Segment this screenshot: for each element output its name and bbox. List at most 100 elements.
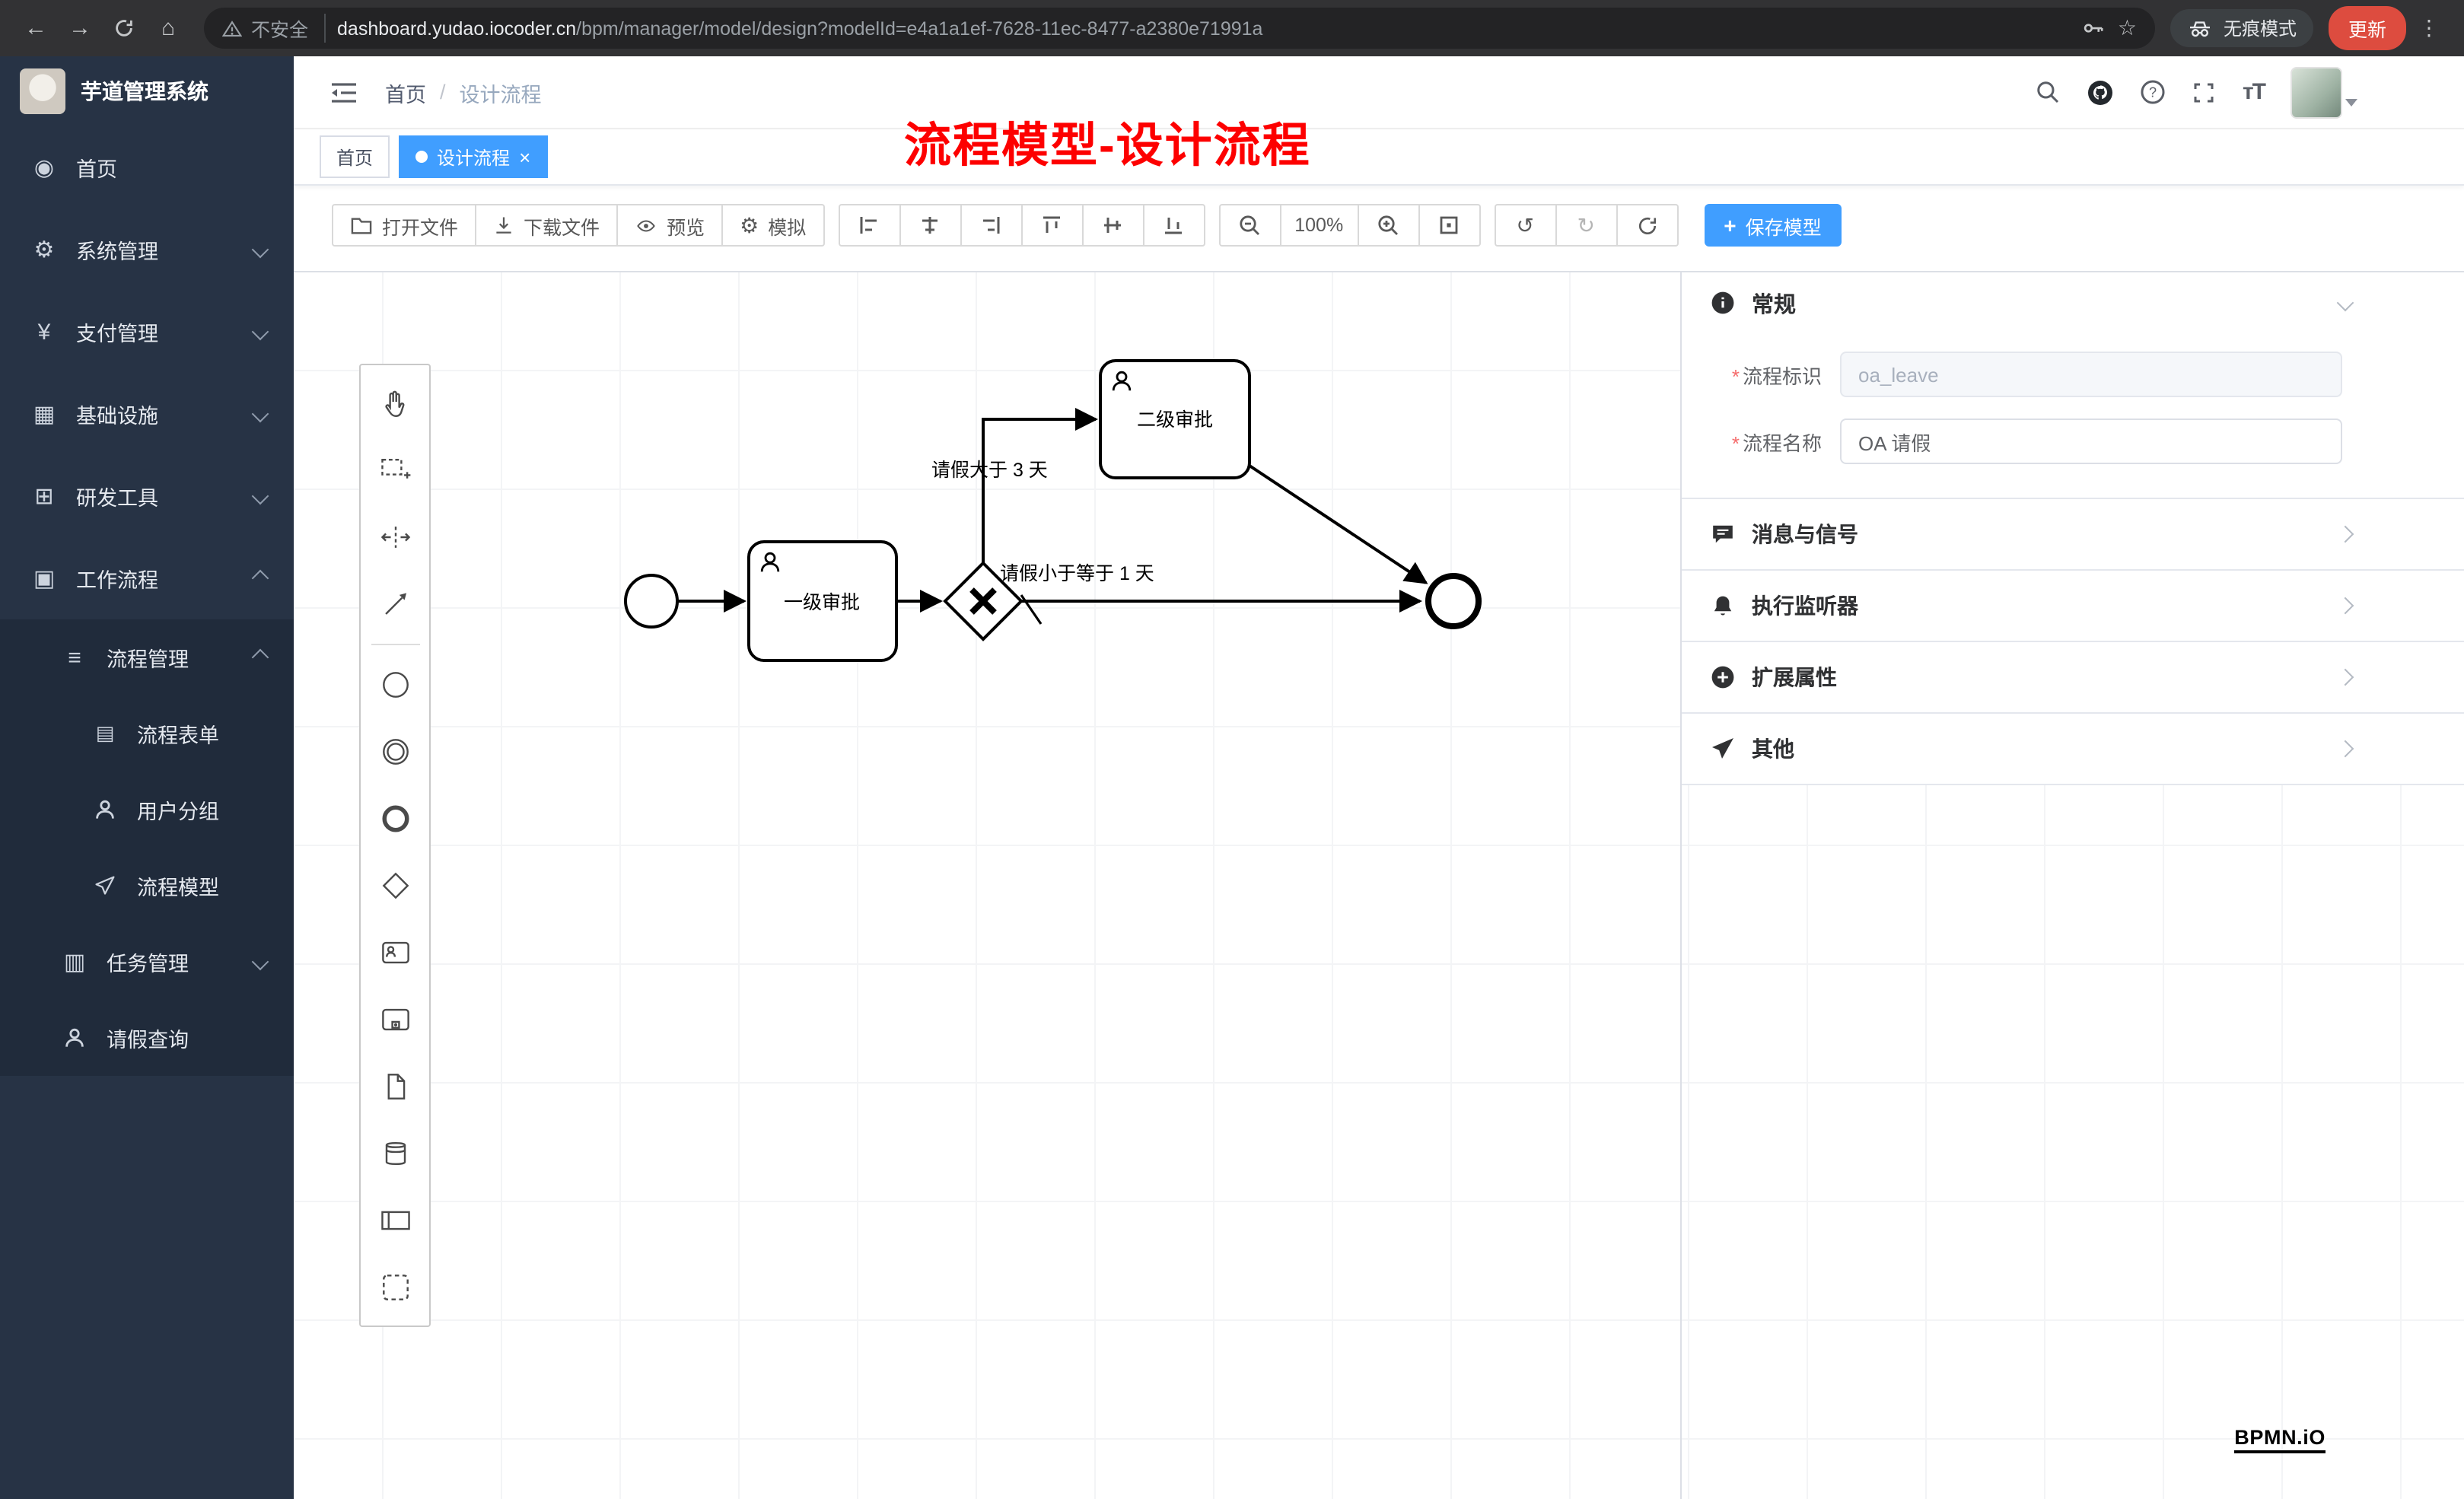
bookmark-star-icon[interactable]: ☆ bbox=[2117, 15, 2137, 40]
start-event[interactable] bbox=[624, 574, 679, 629]
global-connect-tool-icon[interactable] bbox=[361, 571, 428, 638]
search-icon[interactable] bbox=[2036, 79, 2061, 105]
task-first-approval[interactable] bbox=[747, 540, 898, 662]
section-extended-properties[interactable]: 扩展属性 bbox=[1682, 641, 2464, 712]
font-size-icon[interactable]: тT bbox=[2242, 79, 2266, 105]
sidebar-item-process-model[interactable]: 流程模型 bbox=[0, 848, 294, 924]
restart-button[interactable] bbox=[1616, 204, 1679, 247]
sidebar-item-system[interactable]: ⚙ 系统管理 bbox=[0, 208, 294, 291]
tab-design-process[interactable]: 设计流程 × bbox=[399, 135, 548, 178]
user-task-tool-icon[interactable] bbox=[361, 919, 428, 986]
zoom-in-button[interactable] bbox=[1357, 204, 1420, 247]
section-execution-listeners[interactable]: 执行监听器 bbox=[1682, 569, 2464, 641]
github-icon[interactable] bbox=[2087, 78, 2115, 106]
gateway-tool-icon[interactable] bbox=[361, 852, 428, 919]
flow-gateway-to-task2[interactable] bbox=[982, 408, 1098, 563]
help-icon[interactable]: ? bbox=[2141, 79, 2166, 105]
process-name-input[interactable] bbox=[1840, 419, 2342, 464]
sidebar: 芋道管理系统 ◉ 首页 ⚙ 系统管理 ¥ 支付管理 ▦ 基础设施 bbox=[0, 56, 294, 1499]
flow-label-le1[interactable]: 请假小于等于 1 天 bbox=[1000, 563, 1154, 584]
section-general[interactable]: 常规 bbox=[1682, 272, 2464, 333]
security-chip[interactable]: 不安全 bbox=[222, 14, 326, 43]
align-left-button[interactable] bbox=[838, 204, 901, 247]
chevron-down-icon bbox=[2336, 294, 2354, 312]
open-file-button[interactable]: 打开文件 bbox=[332, 204, 477, 247]
zoom-out-button[interactable] bbox=[1218, 204, 1281, 247]
bpmn-canvas[interactable]: 请假大于 3 天 请假小于等于 1 天 一级审批 二级审批 bbox=[294, 271, 2464, 1499]
space-tool-icon[interactable] bbox=[361, 504, 428, 571]
avatar-caret-icon bbox=[2345, 99, 2357, 107]
section-title: 消息与信号 bbox=[1752, 522, 1858, 546]
section-messages-signals[interactable]: 消息与信号 bbox=[1682, 498, 2464, 569]
align-center-button[interactable] bbox=[899, 204, 962, 247]
sidebar-collapse-icon[interactable] bbox=[330, 80, 358, 104]
zoom-level[interactable]: 100% bbox=[1279, 204, 1359, 247]
section-other[interactable]: 其他 bbox=[1682, 712, 2464, 784]
sidebar-item-leave-query[interactable]: 请假查询 bbox=[0, 1000, 294, 1076]
incognito-label: 无痕模式 bbox=[2223, 18, 2297, 40]
preview-button[interactable]: 预览 bbox=[616, 204, 724, 247]
undo-button[interactable]: ↺ bbox=[1494, 204, 1557, 247]
sidebar-item-devtools[interactable]: ⊞ 研发工具 bbox=[0, 455, 294, 537]
task-second-approval[interactable] bbox=[1099, 359, 1251, 479]
breadcrumb-home[interactable]: 首页 bbox=[385, 83, 426, 106]
general-fields: *流程标识 *流程名称 bbox=[1682, 333, 2464, 498]
align-top-button[interactable] bbox=[1020, 204, 1084, 247]
field-label: *流程名称 bbox=[1731, 431, 1822, 454]
forward-icon[interactable]: → bbox=[68, 15, 91, 41]
avatar-image bbox=[2291, 66, 2342, 118]
redo-button[interactable]: ↻ bbox=[1555, 204, 1618, 247]
sidebar-item-home[interactable]: ◉ 首页 bbox=[0, 126, 294, 208]
group-tool-icon[interactable] bbox=[361, 1254, 428, 1321]
data-store-tool-icon[interactable] bbox=[361, 1120, 428, 1187]
data-object-tool-icon[interactable] bbox=[361, 1053, 428, 1120]
back-icon[interactable]: ← bbox=[24, 15, 47, 41]
process-key-input[interactable] bbox=[1840, 352, 2342, 397]
url-bar[interactable]: 不安全 dashboard.yudao.iocoder.cn/bpm/manag… bbox=[204, 8, 2155, 49]
sidebar-item-process-form[interactable]: ▤ 流程表单 bbox=[0, 695, 294, 772]
tab-home[interactable]: 首页 bbox=[320, 135, 390, 178]
sidebar-item-process-mgmt[interactable]: ≡ 流程管理 bbox=[0, 619, 294, 695]
align-bottom-button[interactable] bbox=[1142, 204, 1205, 247]
paper-plane-icon bbox=[1709, 737, 1737, 761]
subprocess-tool-icon[interactable] bbox=[361, 986, 428, 1053]
simulate-button[interactable]: ⚙ 模拟 bbox=[721, 204, 825, 247]
chevron-down-icon bbox=[251, 487, 269, 505]
flow-label-gt3[interactable]: 请假大于 3 天 bbox=[931, 460, 1048, 481]
sidebar-item-label: 系统管理 bbox=[76, 240, 158, 263]
fullscreen-icon[interactable] bbox=[2192, 80, 2217, 104]
align-right-button[interactable] bbox=[960, 204, 1023, 247]
start-event-tool-icon[interactable] bbox=[361, 651, 428, 718]
update-button[interactable]: 更新 bbox=[2328, 6, 2406, 50]
end-event[interactable] bbox=[1425, 573, 1482, 629]
save-model-button[interactable]: + 保存模型 bbox=[1704, 204, 1842, 247]
lasso-tool-icon[interactable] bbox=[361, 437, 428, 504]
url-path: /bpm/manager/model/design?modelId=e4a1a1… bbox=[576, 18, 1263, 39]
sidebar-item-workflow[interactable]: ▣ 工作流程 bbox=[0, 537, 294, 619]
flow-task2-to-end[interactable] bbox=[1248, 464, 1428, 584]
sidebar-item-infra[interactable]: ▦ 基础设施 bbox=[0, 373, 294, 455]
download-file-button[interactable]: 下载文件 bbox=[475, 204, 619, 247]
avatar[interactable] bbox=[2291, 66, 2357, 118]
bpmn-io-logo[interactable]: BPMN.iO bbox=[2234, 1426, 2326, 1453]
participant-tool-icon[interactable] bbox=[361, 1187, 428, 1254]
app-logo-row[interactable]: 芋道管理系统 bbox=[0, 56, 294, 126]
hand-tool-icon[interactable] bbox=[361, 370, 428, 437]
sidebar-item-payment[interactable]: ¥ 支付管理 bbox=[0, 291, 294, 373]
chevron-down-icon bbox=[251, 953, 269, 971]
zoom-reset-button[interactable] bbox=[1418, 204, 1481, 247]
sidebar-item-user-group[interactable]: 用户分组 bbox=[0, 772, 294, 848]
home-icon[interactable]: ⌂ bbox=[161, 15, 176, 41]
browser-chrome: ← → ⌂ 不安全 dashboard.yudao.iocoder.cn/bpm… bbox=[0, 0, 2464, 56]
download-icon bbox=[496, 217, 511, 234]
url-host: dashboard.yudao.iocoder.cn bbox=[337, 18, 577, 39]
menu-kebab-icon[interactable]: ⋮ bbox=[2418, 15, 2440, 40]
reload-icon[interactable] bbox=[103, 8, 145, 49]
eye-icon bbox=[637, 219, 655, 231]
intermediate-event-tool-icon[interactable] bbox=[361, 718, 428, 785]
sidebar-item-task-mgmt[interactable]: ▥ 任务管理 bbox=[0, 924, 294, 1000]
tab-close-icon[interactable]: × bbox=[519, 145, 531, 168]
password-key-icon[interactable] bbox=[2083, 17, 2106, 40]
align-middle-button[interactable] bbox=[1081, 204, 1144, 247]
end-event-tool-icon[interactable] bbox=[361, 785, 428, 852]
